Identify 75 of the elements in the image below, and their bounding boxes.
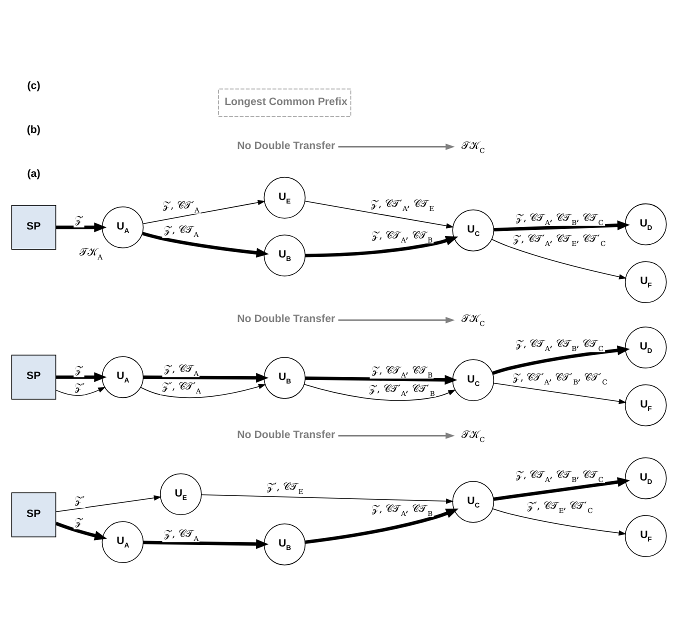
arrow [55,521,108,540]
edge-label: 𝒵′ [74,382,85,393]
label: (a) [27,167,40,180]
edge-label: 𝒵, 𝒞𝒯$_{A}$, 𝒞𝒯$_{B}$, 𝒞𝒯$_{C}$ [515,212,604,226]
node-circle: U$_{A}$ [102,520,144,563]
arrow [492,344,630,374]
node-text: No Double Transfer [237,312,336,325]
node-text: 𝒯𝒦$_{C}$ [461,427,485,444]
edge-label: 𝒵 [75,516,84,528]
node-circle: U$_{F}$ [624,260,667,303]
node-circle: U$_{C}$ [452,480,494,522]
node-circle: U$_{E}$ [160,472,202,515]
node-circle: U$_{F}$ [624,384,667,426]
edge-label: 𝒵, 𝒞𝒯$_{A}$ [164,528,199,543]
node-text: No Double Transfer [237,428,336,440]
node-circle: U$_{D}$ [624,202,667,245]
label: (c) [27,79,40,92]
edge-label: 𝒵, 𝒞𝒯′$_{A}$, 𝒞𝒯′$_{B}$ [369,383,435,398]
node-box: SP [11,492,56,537]
node-label: 𝒯𝒦$_{A}$ [79,245,103,262]
arrow [494,220,630,231]
arrow [338,143,455,150]
edge-label: 𝒵′, 𝒞𝒯$_{E}$ [266,481,304,496]
edge-label: 𝒵, 𝒞𝒯$_{A}$, 𝒞𝒯$_{B}$, 𝒞𝒯$_{C}$ [515,469,604,484]
arrow [142,231,269,258]
node-box: SP [11,354,56,400]
arrow [201,494,454,504]
arrow [143,538,269,548]
node-text: No Double Transfer [237,139,336,152]
arrow [338,432,455,438]
node-text: 𝒯𝒦$_{C}$ [461,138,485,154]
node-circle: U$_{D}$ [624,326,667,368]
node-circle: U$_{A}$ [102,356,144,398]
node-circle: U$_{D}$ [624,456,667,499]
arrow [305,235,458,257]
label: (b) [26,123,40,136]
node-circle: U$_{F}$ [624,514,667,556]
arrow [56,372,107,382]
node-box: SP [11,204,56,250]
arrow [56,222,107,232]
arrow [492,238,627,279]
edge-label: 𝒵, 𝒞𝒯$_{A}$, 𝒞𝒯$_{B}$, 𝒞𝒯$_{C}$ [515,338,604,353]
node-circle: U$_{A}$ [102,206,144,248]
arrow [305,374,458,384]
arrow [338,316,455,323]
edge-label: 𝒵, 𝒞𝒯′$_{A}$ [162,200,200,214]
edge-label: 𝒵, 𝒞𝒯′$_{A}$, 𝒞𝒯$_{E}$ [370,198,434,213]
node-circle: U$_{C}$ [452,209,494,251]
node-circle: U$_{E}$ [264,176,306,218]
arrow [143,372,269,382]
arrow [140,383,266,398]
node-circle: U$_{C}$ [452,358,494,401]
edge-label: 𝒵, 𝒞𝒯$_{A}$, 𝒞𝒯$_{B}$ [371,504,433,518]
arrow [304,200,454,228]
edge-label: 𝒵′, 𝒞𝒯$_{E}$, 𝒞𝒯′$_{C}$ [526,500,593,514]
arrow [56,386,106,396]
edge-label: 𝒵, 𝒞𝒯$_{A}$, 𝒞𝒯$_{B}$ [371,365,433,380]
edge-label: 𝒵, 𝒞𝒯$_{A}$ [164,364,199,378]
edge-label: 𝒵, 𝒞𝒯′$_{A}$, 𝒞𝒯′$_{B}$, 𝒞𝒯′$_{C}$ [512,372,608,386]
node-text: 𝒯𝒦$_{C}$ [461,312,485,328]
edge-label: 𝒵, 𝒞𝒯$_{A}$, 𝒞𝒯$_{B}$ [371,230,433,244]
node-circle: U$_{B}$ [264,523,306,565]
node-box: Longest Common Prefix [218,88,352,116]
node-circle: U$_{B}$ [264,234,306,276]
node-circle: U$_{B}$ [264,356,306,398]
arrow [493,382,626,404]
arrow [304,508,458,544]
arrow [493,476,630,500]
edge-label: 𝒵 [75,214,84,226]
arrow [492,508,626,536]
edge-label: 𝒵 [75,364,84,376]
edge-label: 𝒵, 𝒞𝒯′$_{A}$, 𝒞𝒯$_{E}$, 𝒞𝒯′$_{C}$ [513,234,606,248]
edge-label: 𝒵, 𝒞𝒯$_{A}$ [164,224,199,239]
edge-label: 𝒵′, 𝒞𝒯′$_{A}$ [162,381,201,396]
edge-label: 𝒵′ [74,495,85,506]
